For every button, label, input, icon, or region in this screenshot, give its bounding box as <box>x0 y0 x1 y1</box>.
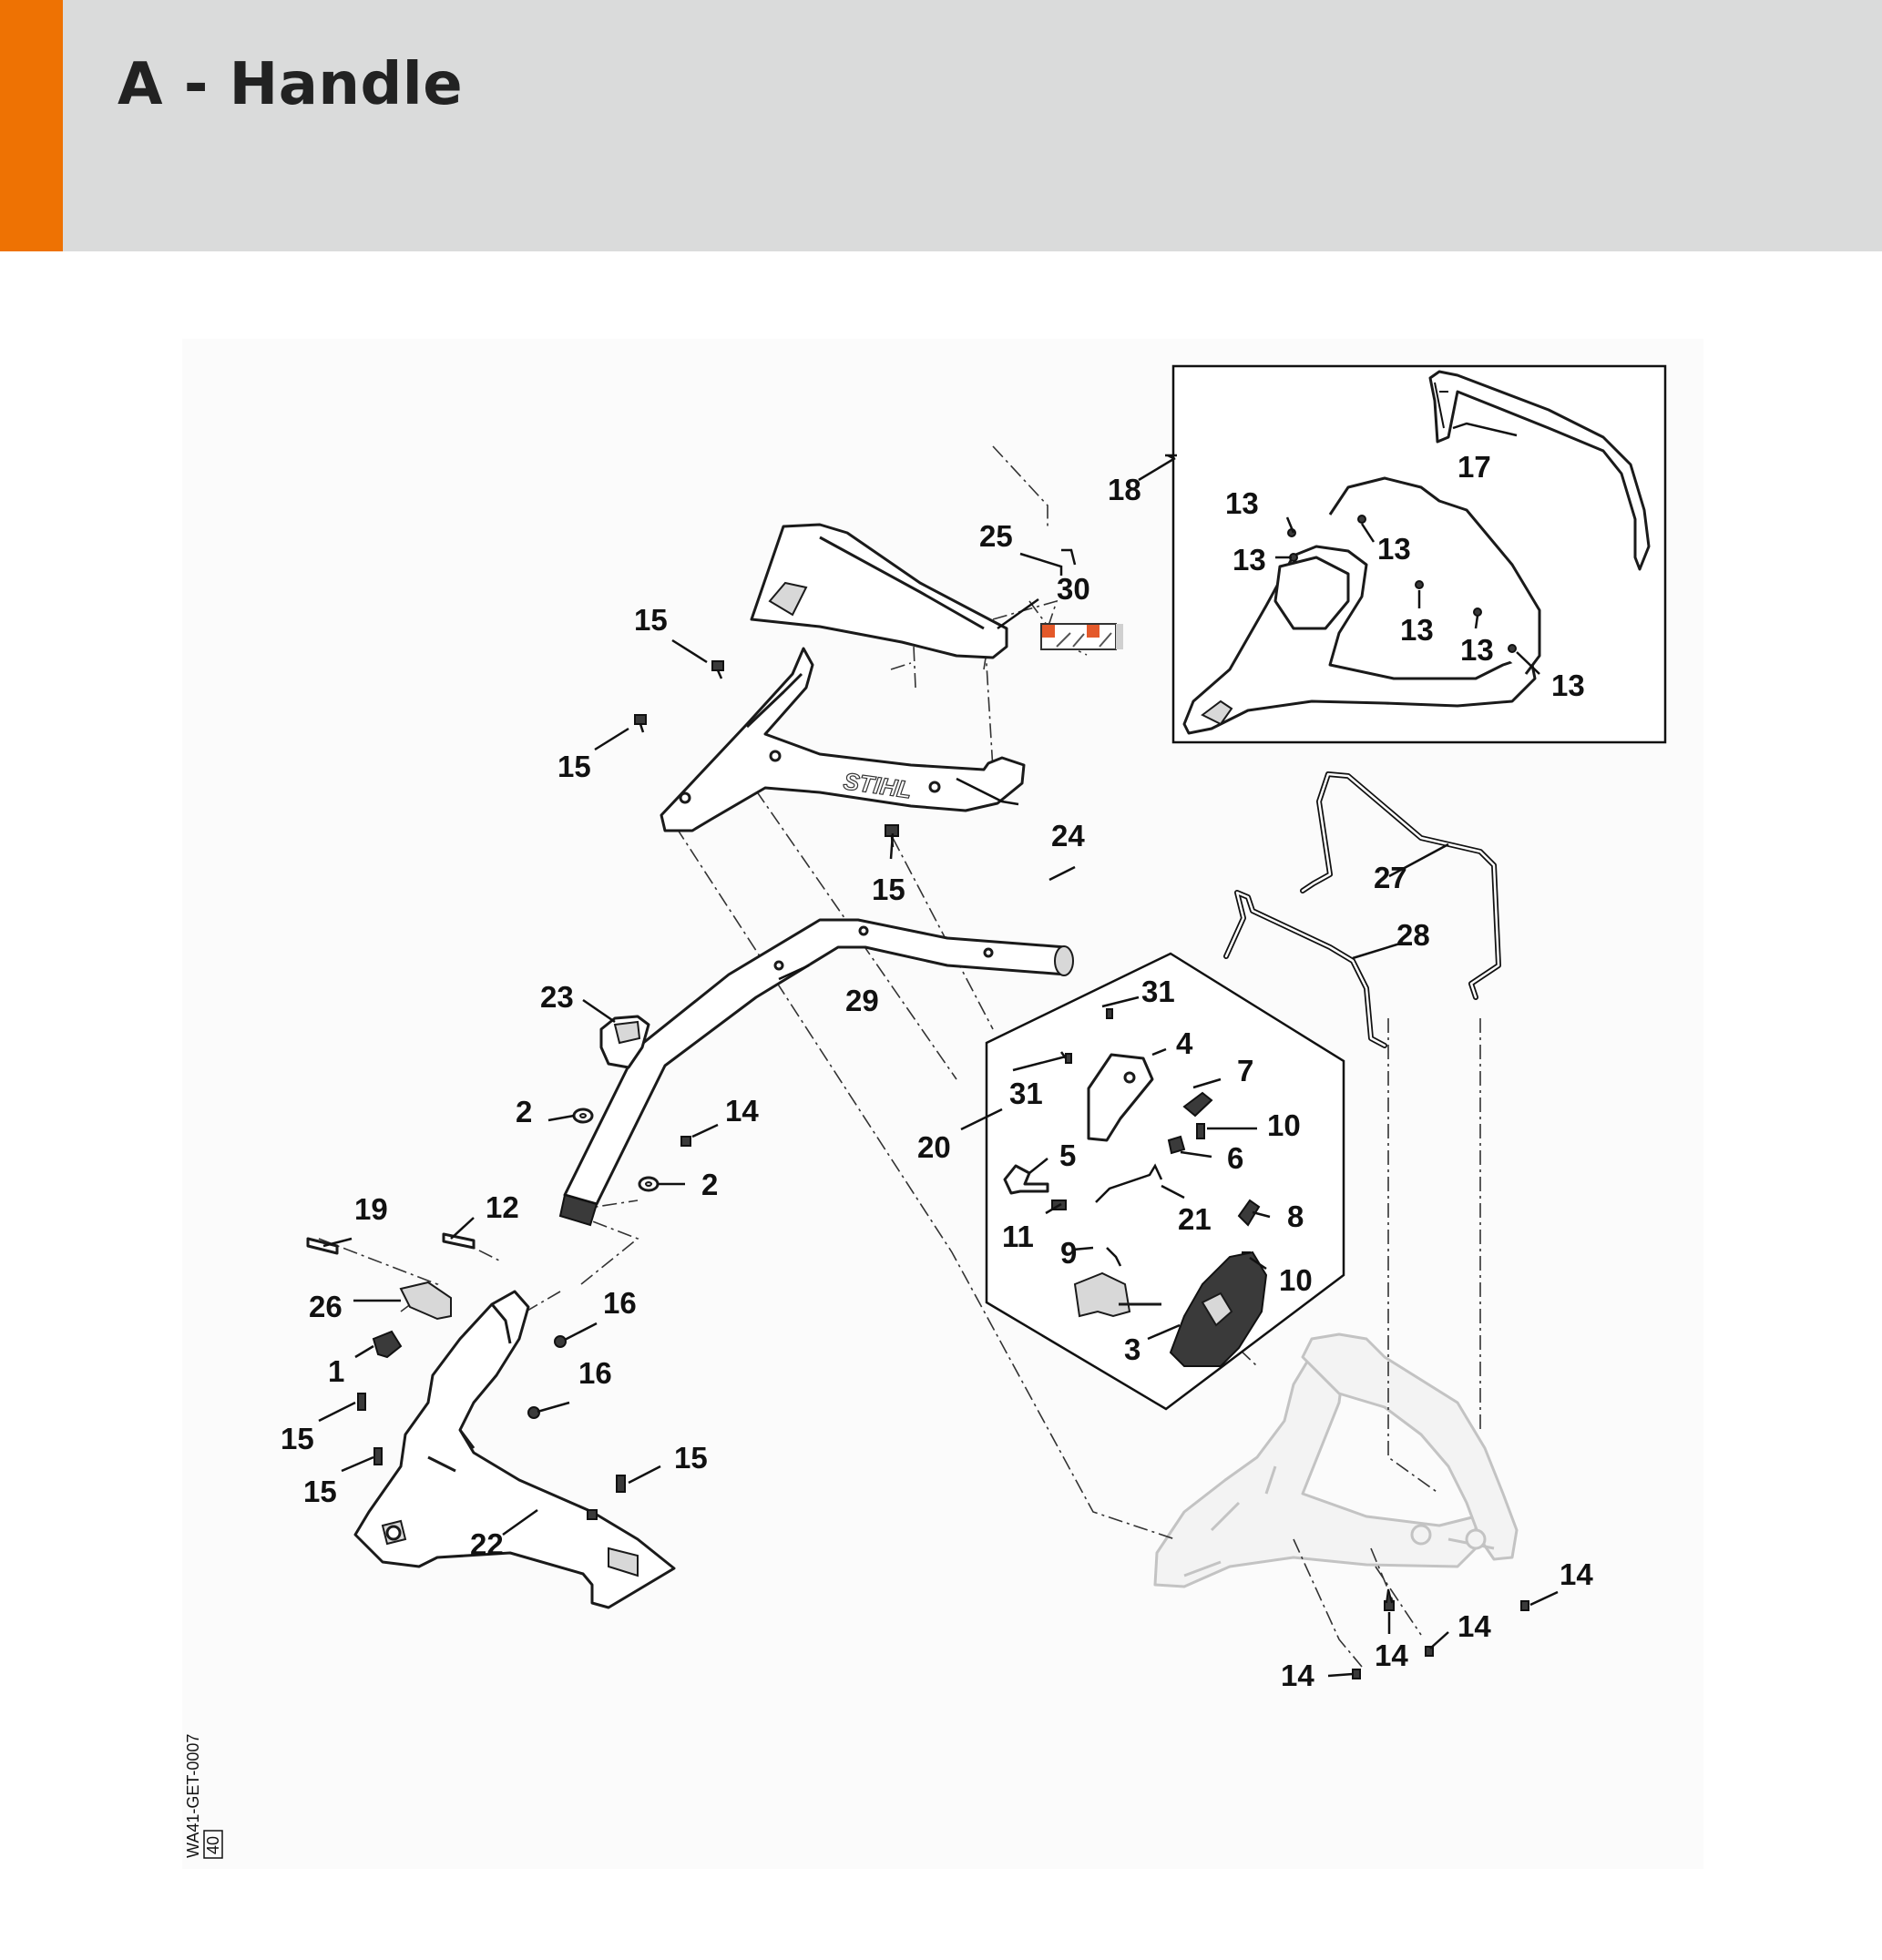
callout-labels: 25 30 24 15 15 15 29 23 2 14 2 19 12 26 … <box>281 450 1593 1692</box>
callout-15e: 15 <box>303 1475 337 1508</box>
callout-14d: 14 <box>1375 1638 1408 1672</box>
callout-13d: 13 <box>1400 613 1434 647</box>
callout-14a: 14 <box>725 1094 759 1128</box>
callout-10a: 10 <box>1267 1108 1301 1142</box>
part-25-upper-cover <box>750 523 1008 659</box>
callout-6: 6 <box>1227 1141 1243 1175</box>
callout-24: 24 <box>1051 819 1085 852</box>
callout-3: 3 <box>1124 1332 1140 1366</box>
callout-15f: 15 <box>674 1441 708 1475</box>
callout-13c: 13 <box>1377 532 1411 566</box>
callout-8: 8 <box>1287 1199 1304 1233</box>
callout-12: 12 <box>486 1190 519 1224</box>
detail-hexagon-20 <box>985 952 1345 1411</box>
part-28-bail-wire <box>1223 890 1387 1048</box>
callout-20: 20 <box>917 1130 951 1164</box>
part-24-handle-cover: STIHL <box>660 647 1026 832</box>
leader-lines <box>318 422 1559 1678</box>
part-27-bail-wire <box>1300 771 1501 1000</box>
callout-14c: 14 <box>1458 1609 1491 1643</box>
callout-16a: 16 <box>603 1286 637 1320</box>
ghost-handle-assembly <box>1153 1332 1519 1588</box>
callout-13a: 13 <box>1225 486 1259 520</box>
callout-26: 26 <box>309 1290 343 1323</box>
callout-14b: 14 <box>1560 1557 1593 1591</box>
page-title: A - Handle <box>118 51 464 118</box>
callout-16b: 16 <box>578 1356 612 1390</box>
header-accent-bar <box>0 0 63 251</box>
callout-7: 7 <box>1237 1054 1253 1087</box>
callout-21: 21 <box>1178 1202 1212 1236</box>
callout-17: 17 <box>1458 450 1491 484</box>
washers-2 <box>572 1108 660 1192</box>
callout-15c: 15 <box>872 873 905 906</box>
callout-13f: 13 <box>1551 669 1585 702</box>
callout-31b: 31 <box>1009 1077 1043 1110</box>
callout-28: 28 <box>1396 918 1430 952</box>
part-23-bracket <box>599 1015 650 1069</box>
part-30-warning-label <box>1040 623 1123 650</box>
callout-2b: 2 <box>701 1168 718 1201</box>
part-29-handle-tube <box>558 918 1074 1227</box>
drawing-code: WA41-GET-0007 <box>184 1734 202 1858</box>
detail-box-18 <box>1171 364 1667 744</box>
callout-1: 1 <box>328 1354 344 1388</box>
callout-2a: 2 <box>516 1095 532 1128</box>
drawing-sub-code: 40 <box>204 1836 222 1854</box>
callout-15b: 15 <box>557 750 591 783</box>
page-header <box>0 0 1882 251</box>
callout-11: 11 <box>1002 1220 1034 1253</box>
part-22-lower-frame <box>353 1290 676 1609</box>
callout-19: 19 <box>354 1192 388 1226</box>
callout-31a: 31 <box>1141 975 1175 1008</box>
callout-27: 27 <box>1374 861 1407 894</box>
callout-10b: 10 <box>1279 1263 1313 1297</box>
callout-13b: 13 <box>1233 543 1266 577</box>
callout-25: 25 <box>979 519 1013 553</box>
callout-15d: 15 <box>281 1422 314 1455</box>
callout-30: 30 <box>1057 572 1090 606</box>
callout-5: 5 <box>1059 1138 1076 1172</box>
drawing-reference: WA41-GET-0007 40 <box>184 1734 223 1859</box>
callout-9: 9 <box>1060 1236 1077 1270</box>
small-parts-left <box>306 1232 626 1493</box>
callout-13e: 13 <box>1460 633 1494 667</box>
callout-29: 29 <box>845 984 879 1017</box>
callout-15a: 15 <box>634 603 668 637</box>
screws-14-bottom <box>1352 1588 1529 1679</box>
screw-14-tube <box>680 1136 691 1147</box>
callout-4: 4 <box>1176 1026 1193 1060</box>
callout-14e: 14 <box>1281 1659 1314 1692</box>
callout-22: 22 <box>470 1527 504 1561</box>
callout-23: 23 <box>540 980 574 1014</box>
callout-18: 18 <box>1108 473 1141 506</box>
